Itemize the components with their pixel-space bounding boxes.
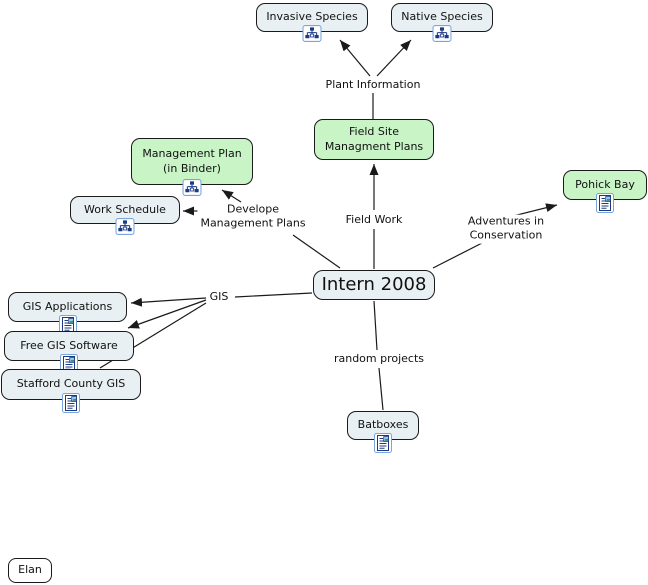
node-label: Native Species [401,10,483,24]
node-label: Work Schedule [84,202,166,216]
link-label-gis[interactable]: GIS [206,289,232,305]
node-free-gis-software[interactable]: Free GIS Software [4,331,134,361]
edge-plant-info-to-native-species [376,39,412,77]
link-label-adventures-in-conservation[interactable]: Adventures in Conservation [435,214,577,244]
node-pohick-bay[interactable]: Pohick Bay [563,170,647,200]
link-label-plant-information[interactable]: Plant Information [322,77,424,93]
edge-intern-to-gis-label [234,292,313,298]
resource-icon[interactable] [596,193,614,213]
node-intern-2008[interactable]: Intern 2008 [313,270,435,300]
edge-plant-info-to-invasive-species [339,39,371,77]
edge-gis-label-to-free-gis-software [127,299,207,329]
edge-intern-to-adventures-label [432,239,489,269]
concept-map-icon[interactable] [183,179,202,196]
node-label: Invasive Species [266,10,358,24]
node-gis-applications[interactable]: GIS Applications [8,292,127,322]
edge-develope-label-to-management-plan [221,189,242,203]
node-field-site-management-plans[interactable]: Field Site Managment Plans [314,119,434,160]
node-native-species[interactable]: Native Species [391,3,493,32]
link-label-develope-management-plans[interactable]: Develope Management Plans [197,202,309,232]
edge-intern-to-develope-label [292,234,341,269]
node-label: Pohick Bay [575,177,635,191]
node-label: Elan [18,563,42,577]
edge-gis-label-to-gis-applications [130,297,207,307]
node-elan[interactable]: Elan [8,558,52,583]
resource-icon[interactable] [374,433,392,453]
node-label: Stafford County GIS [16,377,126,391]
link-label-random-projects[interactable]: random projects [330,351,428,367]
edge-random-projects-label-to-batboxes [378,367,384,411]
concept-map-icon[interactable] [433,25,452,42]
node-management-plan[interactable]: Management Plan (in Binder) [131,138,253,185]
node-stafford-county-gis[interactable]: Stafford County GIS [1,369,141,400]
link-label-field-work[interactable]: Field Work [342,212,406,228]
node-label: Management Plan (in Binder) [142,146,242,175]
node-work-schedule[interactable]: Work Schedule [70,196,180,224]
node-invasive-species[interactable]: Invasive Species [256,3,368,32]
node-label: GIS Applications [22,299,113,313]
resource-icon[interactable] [62,393,80,413]
node-label: Free GIS Software [20,338,118,352]
edge-intern-to-random-projects-label [373,300,378,351]
concept-map-icon[interactable] [116,218,135,235]
concept-map-icon[interactable] [303,25,322,42]
node-label: Field Site Managment Plans [324,124,424,153]
node-label: Batboxes [357,418,409,432]
node-label: Intern 2008 [321,273,427,295]
node-batboxes[interactable]: Batboxes [347,411,419,440]
